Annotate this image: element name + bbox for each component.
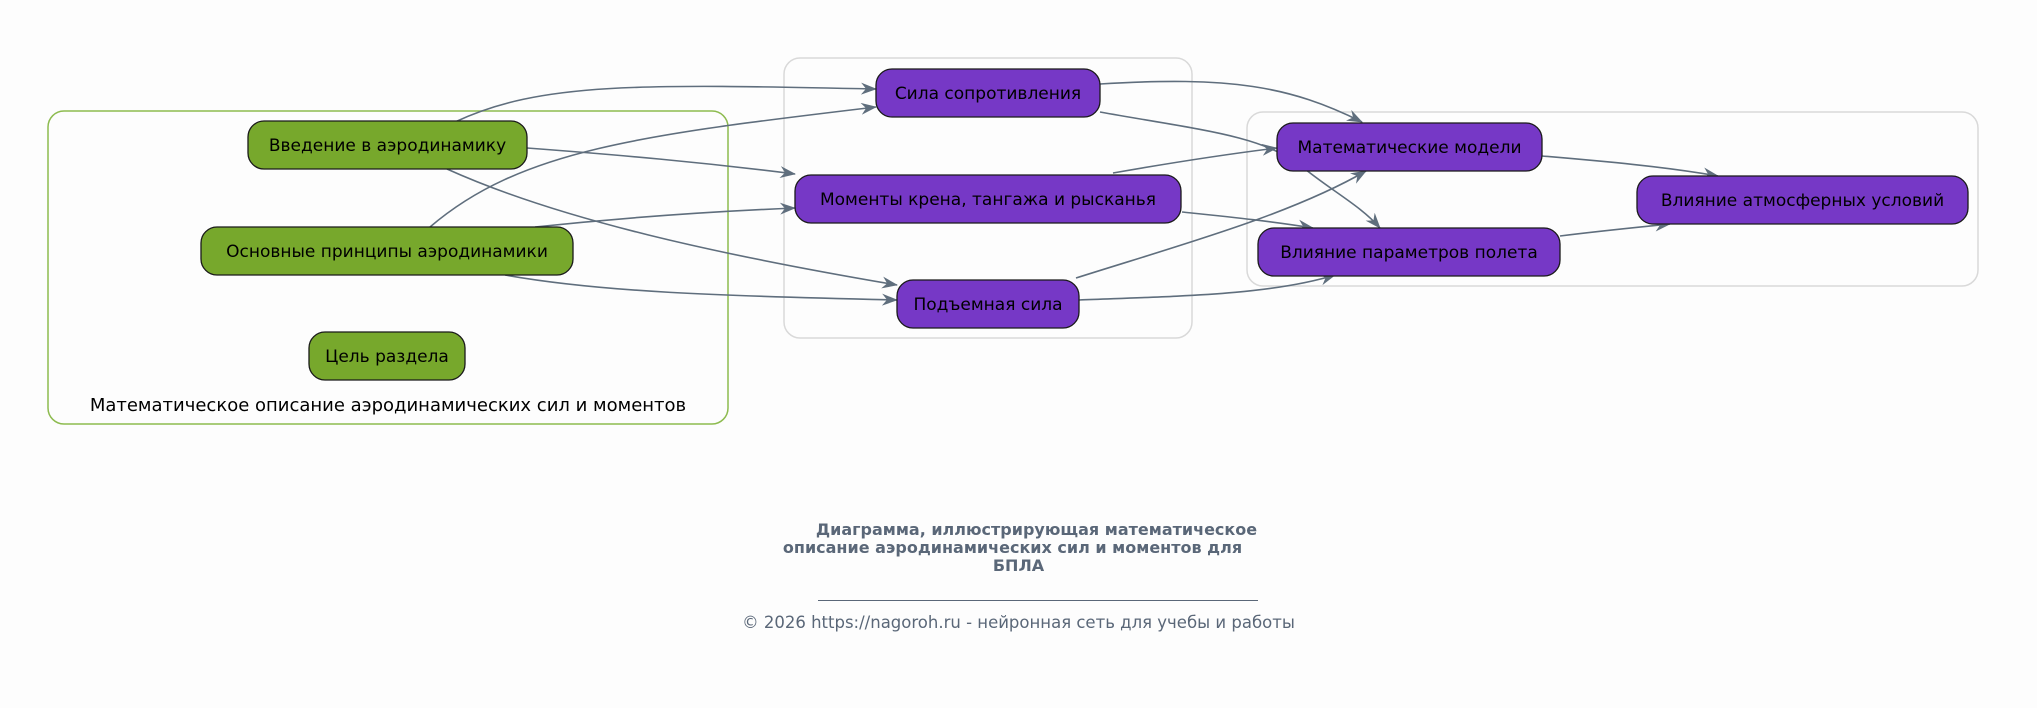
cluster-right xyxy=(1246,111,1979,287)
edge-flight-params-atmosphere xyxy=(1559,219,1671,237)
node-principles-label: Основные принципы аэродинамики xyxy=(226,242,548,262)
title-line-1: Диаграмма, иллюстрирующая математическое xyxy=(815,520,1258,539)
node-intro-label: Введение в аэродинамику xyxy=(269,136,506,156)
node-atmosphere[interactable]: Влияние атмосферных условий xyxy=(1636,175,1969,225)
edge-principles-lift xyxy=(504,274,898,306)
node-principles[interactable]: Основные принципы аэродинамики xyxy=(200,226,574,276)
edge-principles-drag xyxy=(429,102,877,228)
edge-moments-flight-params xyxy=(1181,211,1314,232)
cluster-middle xyxy=(783,57,1193,339)
footer-credit: © 2026 https://nagoroh.ru - нейронная се… xyxy=(742,613,1295,632)
edge-principles-moments xyxy=(534,202,796,228)
node-lift-label: Подъемная сила xyxy=(913,295,1062,315)
edge-models-atmosphere xyxy=(1541,155,1719,180)
edge-intro-moments xyxy=(526,147,796,179)
node-atmosphere-label: Влияние атмосферных условий xyxy=(1661,191,1944,211)
node-goal-label: Цель раздела xyxy=(325,347,449,367)
node-drag-label: Сила сопротивления xyxy=(895,84,1081,104)
title-line-2: описание аэродинамических сил и моментов… xyxy=(782,538,1243,557)
node-drag[interactable]: Сила сопротивления xyxy=(875,68,1101,118)
node-flight-params[interactable]: Влияние параметров полета xyxy=(1257,227,1561,277)
node-goal[interactable]: Цель раздела xyxy=(308,331,466,381)
edge-lift-models xyxy=(1075,170,1367,279)
node-moments[interactable]: Моменты крена, тангажа и рысканья xyxy=(794,174,1182,224)
caption-divider xyxy=(818,600,1258,601)
edge-intro-lift xyxy=(446,168,898,289)
node-lift[interactable]: Подъемная сила xyxy=(896,279,1080,329)
edge-moments-models xyxy=(1112,143,1278,174)
node-models[interactable]: Математические модели xyxy=(1276,122,1543,172)
node-moments-label: Моменты крена, тангажа и рысканья xyxy=(820,190,1156,210)
edge-drag-models xyxy=(1099,80,1363,123)
edge-intro-drag xyxy=(454,82,877,123)
edge-lift-flight-params xyxy=(1078,273,1336,301)
node-models-label: Математические модели xyxy=(1297,138,1521,158)
diagram-title: Диаграмма, иллюстрирующая математическое… xyxy=(0,521,2037,575)
node-intro[interactable]: Введение в аэродинамику xyxy=(247,120,528,170)
node-flight-params-label: Влияние параметров полета xyxy=(1280,243,1538,263)
title-line-3: БПЛА xyxy=(992,556,1045,575)
cluster-label: Математическое описание аэродинамических… xyxy=(90,395,686,416)
